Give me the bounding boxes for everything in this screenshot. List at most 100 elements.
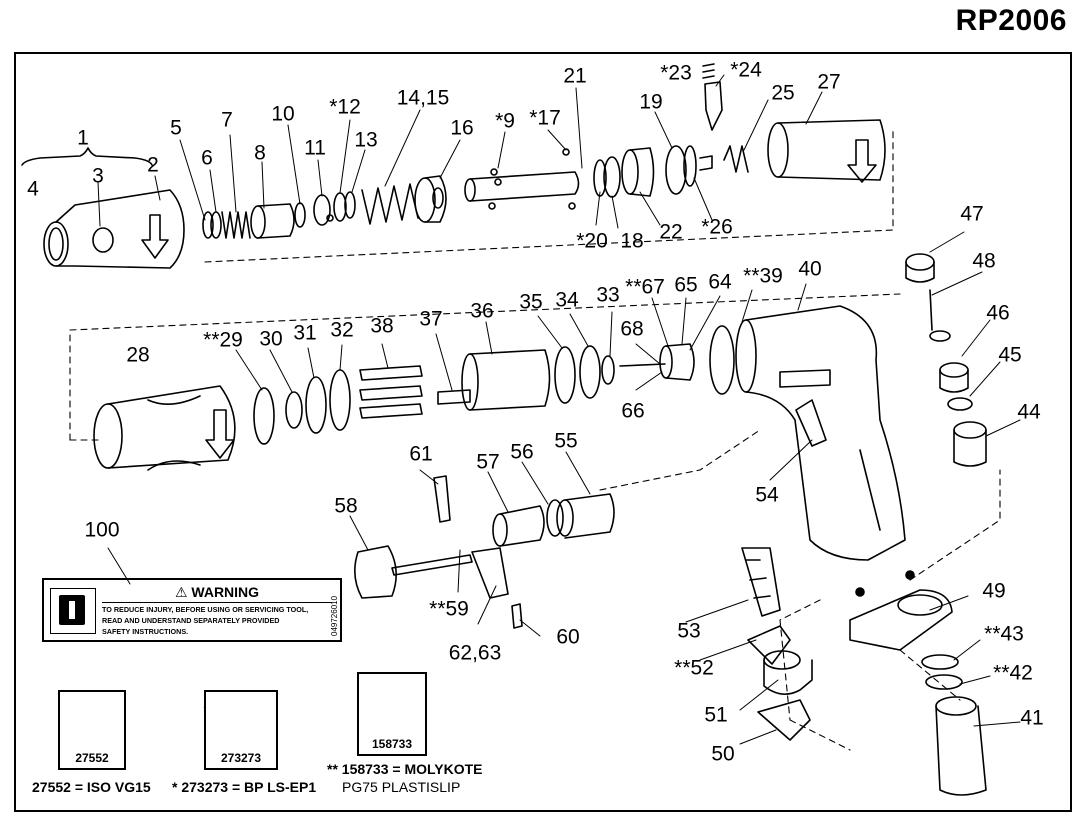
part-label-12: *12 xyxy=(329,95,361,119)
motor-housing-part-39-40 xyxy=(709,305,906,561)
part-label-43: **43 xyxy=(984,622,1024,646)
reverse-valve-parts-55-63 xyxy=(354,475,615,629)
exhaust-parts-41-43-49 xyxy=(849,570,987,796)
part-label-4: 4 xyxy=(27,177,39,201)
warning-line-2: READ AND UNDERSTAND SEPARATELY PROVIDED xyxy=(102,616,280,625)
part-label-40: 40 xyxy=(798,257,822,281)
part-label-58: 58 xyxy=(334,494,358,518)
part-label-65: 65 xyxy=(674,273,698,297)
bushing-part-16 xyxy=(414,175,447,223)
part-label-35: 35 xyxy=(519,290,543,314)
part-label-44: 44 xyxy=(1017,400,1041,424)
part-label-18: 18 xyxy=(620,229,644,253)
part-label-47: 47 xyxy=(960,202,984,226)
lubricant-caption-code-2: * 273273 xyxy=(172,779,229,795)
housing-part-28 xyxy=(93,385,236,471)
part-label-8: 8 xyxy=(254,141,266,165)
part-label-16: 16 xyxy=(450,116,474,140)
part-label-54: 54 xyxy=(755,483,779,507)
lubricant-caption-code-1: 27552 xyxy=(32,779,71,795)
part-label-26: *26 xyxy=(701,215,733,239)
lubricant-caption-code-3: ** 158733 xyxy=(327,761,389,777)
warning-line-3: SAFETY INSTRUCTIONS. xyxy=(102,627,189,636)
warning-label: ⚠ WARNING TO REDUCE INJURY, BEFORE USING… xyxy=(42,578,342,642)
part-label-23: *23 xyxy=(660,61,692,85)
lubricant-number-2: 273273 xyxy=(220,751,262,765)
part-label-53: 53 xyxy=(677,619,701,643)
lubricant-box-1: 27552 xyxy=(58,690,126,770)
warning-triangle-icon: ⚠ xyxy=(174,584,188,600)
part-label-37: 37 xyxy=(419,307,443,331)
part-label-38: 38 xyxy=(370,314,394,338)
nose-housing-part-2-3-4 xyxy=(43,189,185,269)
part-label-13: 13 xyxy=(354,128,378,152)
part-label-9: *9 xyxy=(495,109,515,133)
lubricant-caption-3-line-2: PG75 PLASTISLIP xyxy=(342,779,461,795)
part-label-6: 6 xyxy=(201,146,213,170)
inlet-parts-44-48 xyxy=(905,253,987,467)
warning-text: TO REDUCE INJURY, BEFORE USING OR SERVIC… xyxy=(102,604,308,637)
part-label-41: 41 xyxy=(1020,706,1044,730)
assembly-dash-lines xyxy=(69,129,1001,751)
handle-base-parts-50-53 xyxy=(741,547,813,741)
part-label-66: 66 xyxy=(621,399,645,423)
manual-icon xyxy=(50,588,96,634)
warning-heading: ⚠ WARNING xyxy=(102,584,332,603)
bearing-parts-33-35 xyxy=(554,345,615,404)
rings-part-10-13 xyxy=(294,191,356,228)
brace-part-1 xyxy=(21,147,153,166)
springs-part-5-7 xyxy=(202,211,251,239)
part-label-7: 7 xyxy=(221,108,233,132)
regulator-parts-65-68 xyxy=(619,343,695,381)
part-label-30: 30 xyxy=(259,327,283,351)
part-label-56: 56 xyxy=(510,440,534,464)
part-label-51: 51 xyxy=(704,703,728,727)
part-label-61: 61 xyxy=(409,442,433,466)
housing-part-27 xyxy=(767,119,886,183)
lubricant-box-3: 158733 xyxy=(357,672,427,756)
part-label-60: 60 xyxy=(556,625,580,649)
part-label-24: *24 xyxy=(730,58,762,82)
part-label-46: 46 xyxy=(986,301,1010,325)
seals-part-18-20-22 xyxy=(593,147,655,198)
part-label-32: 32 xyxy=(330,318,354,342)
lubricant-caption-2: * 273273 = BP LS-EP1 xyxy=(172,779,316,795)
bearing-parts-30-32 xyxy=(285,369,351,434)
part-label-64: 64 xyxy=(708,270,732,294)
part-label-34: 34 xyxy=(555,288,579,312)
part-label-33: 33 xyxy=(596,283,620,307)
sleeve-part-8 xyxy=(250,203,295,239)
part-label-2: 2 xyxy=(147,153,159,177)
part-label-17: *17 xyxy=(529,106,561,130)
diagram-title: RP2006 xyxy=(955,4,1067,37)
part-label-27: 27 xyxy=(817,70,841,94)
lubricant-caption-text-3: = MOLYKOTE xyxy=(388,761,483,777)
vanes-part-38 xyxy=(359,365,423,419)
valve-part-19-26 xyxy=(665,145,713,195)
part-label-50: 50 xyxy=(711,742,735,766)
part-label-57: 57 xyxy=(476,450,500,474)
warning-code: 049726010 xyxy=(330,595,339,636)
lubricant-number-3: 158733 xyxy=(371,737,413,751)
part-label-25: 25 xyxy=(771,81,795,105)
part-label-68: 68 xyxy=(620,317,644,341)
part-label-1: 1 xyxy=(77,126,89,150)
part-label-5: 5 xyxy=(170,116,182,140)
part-label-11: 11 xyxy=(304,136,326,160)
part-label-28: 28 xyxy=(126,343,150,367)
lubricant-box-2: 273273 xyxy=(204,690,278,770)
part-label-14-15: 14,15 xyxy=(396,86,450,110)
o-ring-part-29 xyxy=(253,387,275,445)
part-label-29: **29 xyxy=(203,328,243,352)
warning-heading-text: WARNING xyxy=(191,584,260,600)
lubricant-caption-3: ** 158733 = MOLYKOTE xyxy=(327,761,483,777)
leader-lines xyxy=(97,74,1021,745)
warning-line-1: TO REDUCE INJURY, BEFORE USING OR SERVIC… xyxy=(102,605,309,614)
part-label-21: 21 xyxy=(563,64,587,88)
pin-spring-part-23-25 xyxy=(702,63,749,173)
diagram-frame xyxy=(14,52,1072,812)
part-label-49: 49 xyxy=(982,579,1006,603)
part-label-62-63: 62,63 xyxy=(448,641,502,665)
part-label-45: 45 xyxy=(998,343,1022,367)
